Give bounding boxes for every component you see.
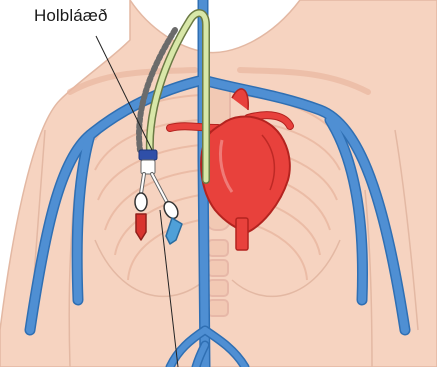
callout-label: Holbláæð — [34, 6, 108, 26]
